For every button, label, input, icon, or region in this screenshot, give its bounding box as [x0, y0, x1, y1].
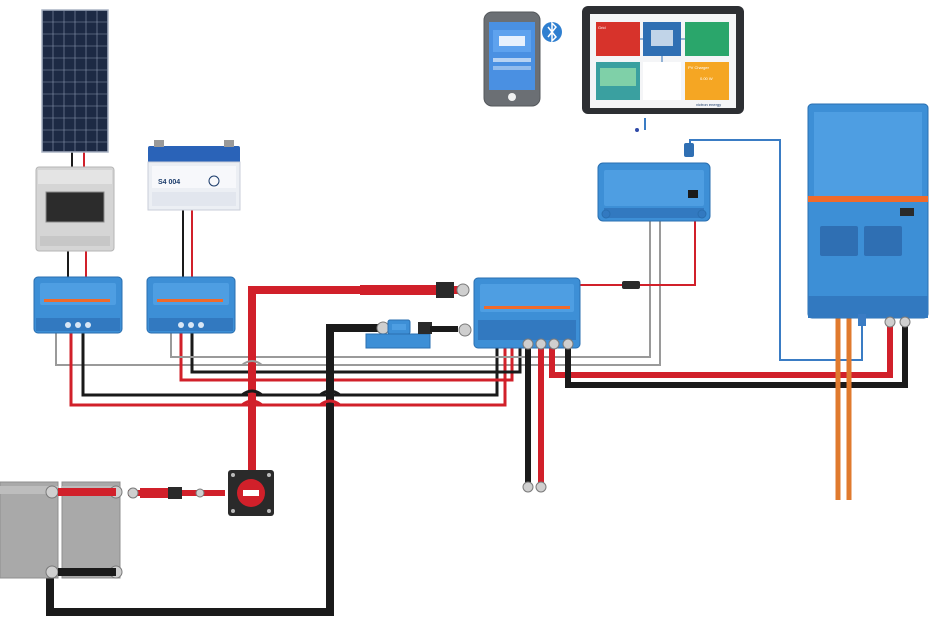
battery-shunt [365, 319, 472, 349]
solar-panel-icon [41, 9, 109, 153]
ac-cables [835, 318, 852, 500]
starter-battery: S4 004 [147, 140, 241, 211]
signal-cables [578, 118, 863, 361]
cerbo-gx [597, 143, 711, 222]
pv-isolator-box [35, 166, 115, 252]
inline-fuse [127, 487, 205, 499]
lynx-terminal [548, 338, 560, 350]
inverter-terminal [884, 316, 896, 328]
tile-grid [596, 22, 640, 56]
mppt-controller-2 [146, 276, 236, 334]
main-negative-cable [46, 324, 380, 616]
brand-label: victron energy [696, 102, 721, 107]
inverter-charger [807, 103, 929, 328]
tile-dc [643, 62, 681, 100]
tile-pv-charger [685, 62, 729, 100]
bluetooth-icon [542, 21, 562, 43]
tile-pv-charger-value: 0.00 W [700, 76, 713, 81]
lynx-distributor [473, 277, 581, 350]
tablet-remote-console: Grid PV Charger 0.00 W victron energy [582, 6, 744, 114]
battery-terminal [45, 565, 59, 579]
battery-isolator-switch [228, 470, 274, 516]
house-battery-bank [0, 481, 123, 579]
mppt-controller-1 [33, 276, 123, 334]
inverter-dc-cables [525, 325, 908, 485]
main-fuse [360, 282, 470, 298]
dc-output-terminals [522, 481, 547, 493]
smartphone [483, 11, 541, 107]
lynx-terminal [522, 338, 534, 350]
tile-grid-label: Grid [598, 25, 606, 30]
connector-dot [635, 128, 639, 132]
battery-terminal [45, 485, 59, 499]
lynx-terminal [535, 338, 547, 350]
lynx-terminal [562, 338, 574, 350]
tile-pv-charger-label: PV Charger [688, 65, 710, 70]
inverter-terminal [899, 316, 911, 328]
pv-cables [67, 152, 193, 278]
signal-fuse [622, 281, 640, 289]
cable-bridges [241, 360, 341, 407]
starter-battery-label: S4 004 [158, 179, 180, 186]
tile-ac-loads [685, 22, 729, 56]
